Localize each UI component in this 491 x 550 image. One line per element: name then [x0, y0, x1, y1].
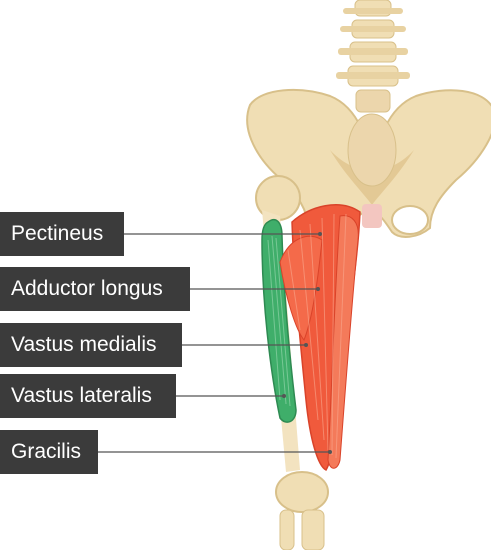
- label-pectineus: Pectineus: [0, 212, 124, 256]
- leader-dots: [282, 232, 332, 454]
- leader-lines: [98, 233, 330, 453]
- label-adductor-longus: Adductor longus: [0, 267, 190, 311]
- pelvis: [246, 88, 491, 239]
- red-muscle-group: [279, 204, 361, 471]
- green-muscle-fibers: [267, 235, 291, 407]
- label-vastus-lateralis: Vastus lateralis: [0, 374, 176, 418]
- label-gracilis: Gracilis: [0, 430, 98, 474]
- lumbar-spine: [336, 0, 410, 113]
- label-vastus-medialis: Vastus medialis: [0, 323, 182, 367]
- red-muscle-fibers: [287, 213, 347, 459]
